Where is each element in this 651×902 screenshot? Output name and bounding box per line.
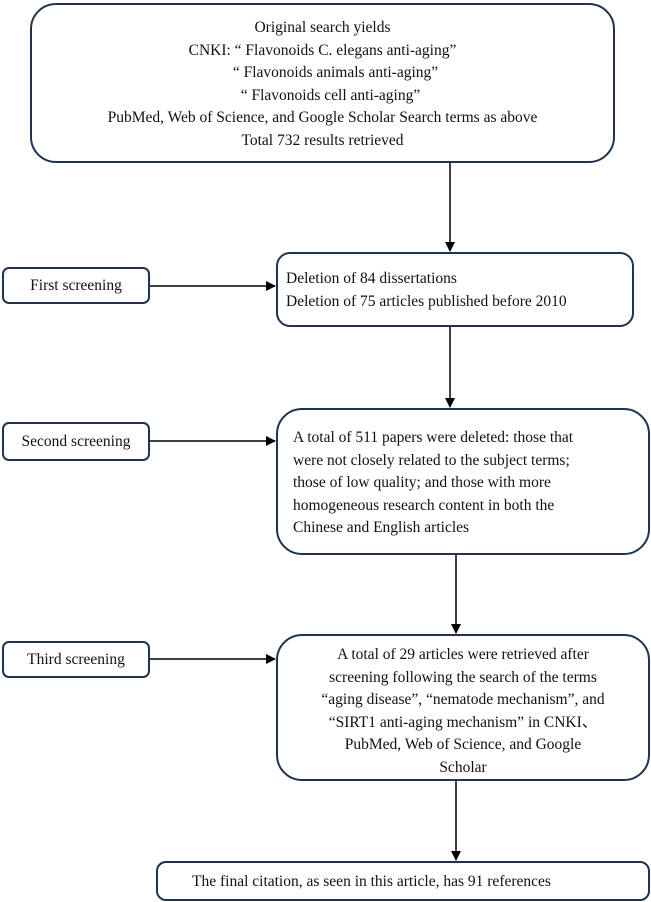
first-screening-box: Deletion of 84 dissertations Deletion of…	[276, 252, 634, 327]
search-box-line: “ Flavonoids animals anti-aging”	[232, 64, 439, 81]
second-screening-label: Second screening	[2, 422, 150, 461]
search-box-line: PubMed, Web of Science, and Google Schol…	[107, 109, 538, 126]
final-citation-box: The final citation, as seen in this arti…	[156, 861, 650, 901]
third-screening-line: PubMed, Web of Science, and Google	[344, 736, 582, 753]
original-search-box: Original search yields CNKI: “ Flavonoid…	[30, 3, 615, 163]
final-citation-text: The final citation, as seen in this arti…	[192, 873, 551, 890]
third-screening-label: Third screening	[2, 641, 150, 678]
second-screening-line: Chinese and English articles	[293, 519, 470, 536]
search-box-line: Total 732 results retrieved	[241, 131, 404, 149]
second-screening-box: A total of 511 papers were deleted: thos…	[276, 408, 650, 555]
second-screening-line: A total of 511 papers were deleted: thos…	[293, 429, 574, 446]
second-screening-line: those of low quality; and those with mor…	[293, 474, 551, 491]
third-screening-line: “aging disease”, “nematode mechanism”, a…	[321, 691, 605, 708]
third-screening-line: Scholar	[439, 758, 487, 776]
second-screening-line: homogeneous research content in both the	[293, 496, 555, 514]
search-box-line: CNKI: “ Flavonoids C. elegans anti-aging…	[188, 41, 457, 59]
third-screening-box: A total of 29 articles were retrieved af…	[276, 634, 650, 781]
third-screening-line: “SIRT1 anti-aging mechanism” in CNKI、	[328, 713, 598, 731]
search-box-line: “ Flavonoids cell anti-aging”	[240, 86, 421, 104]
search-box-line: Original search yields	[254, 19, 391, 36]
third-screening-line: A total of 29 articles were retrieved af…	[337, 646, 589, 663]
third-screening-line: screening following the search of the te…	[329, 668, 597, 686]
second-screening-line: were not closely related to the subject …	[293, 451, 570, 469]
first-screening-label: First screening	[2, 267, 150, 304]
first-screening-line: Deletion of 84 dissertations	[286, 270, 457, 287]
first-screening-line: Deletion of 75 articles published before…	[286, 292, 567, 310]
